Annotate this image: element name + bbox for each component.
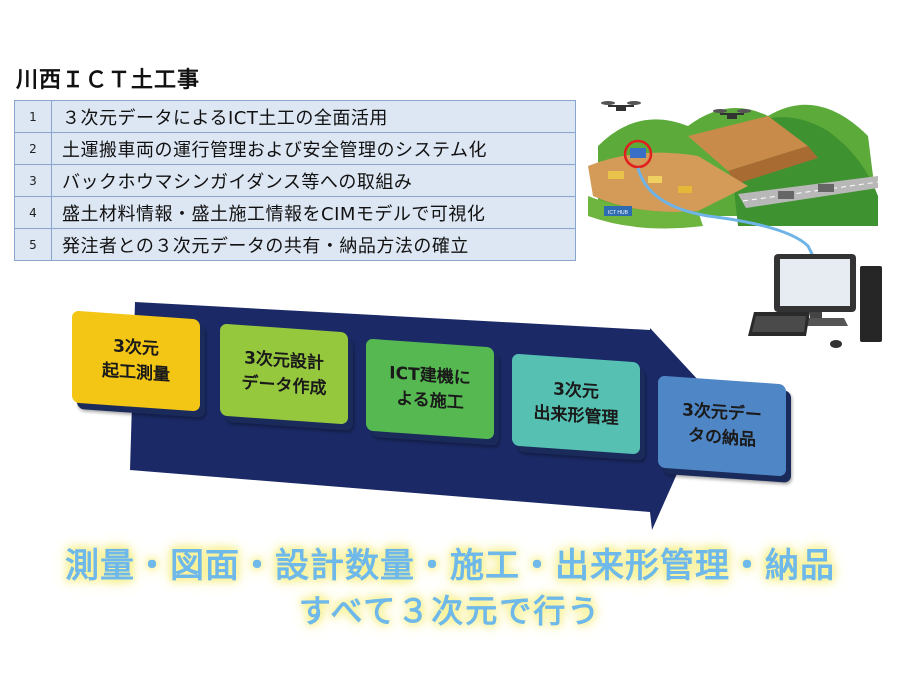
tagline-line2: すべて３次元で行う (298, 592, 602, 630)
monitored-vehicle-icon (630, 148, 646, 158)
row-number: 3 (14, 164, 52, 197)
work-area (588, 152, 748, 212)
dump-truck-icon (648, 176, 662, 183)
computer-icon (748, 254, 882, 348)
row-number: 5 (14, 228, 52, 261)
row-text: 盛土材料情報・盛土施工情報をCIMモデルで可視化 (51, 196, 576, 229)
row-text: ３次元データによるICT土工の全面活用 (51, 100, 576, 133)
truck-icon (818, 184, 834, 192)
site-sign (604, 206, 632, 216)
construction-site-illustration: ICT HUB (578, 76, 884, 348)
step-ict-construction: ICT建機に よる施工 (366, 338, 494, 440)
table-row: 2 土運搬車両の運行管理および安全管理のシステム化 (14, 132, 576, 165)
highlight-circle (623, 139, 653, 169)
table-row: 1 ３次元データによるICT土工の全面活用 (14, 100, 576, 133)
step-3d-survey: 3次元 起工測量 (72, 310, 200, 412)
terrace-slope (728, 146, 818, 184)
step-label: 3次元 起工測量 (102, 336, 170, 386)
page-title: 川西ＩＣＴ土工事 (16, 68, 201, 93)
step-label: ICT建機に よる施工 (389, 363, 471, 414)
row-text: 土運搬車両の運行管理および安全管理のシステム化 (51, 132, 576, 165)
drone-icon (713, 109, 751, 119)
data-link-line (636, 167, 818, 263)
step-3d-data-delivery: 3次元デー タの納品 (658, 375, 786, 477)
grass-front (588, 196, 703, 229)
step-label: 3次元設計 データ作成 (241, 348, 327, 399)
drone-icon (601, 101, 641, 111)
truck-icon (778, 191, 794, 199)
objectives-table: 1 ３次元データによるICT土工の全面活用 2 土運搬車両の運行管理および安全管… (14, 100, 576, 261)
table-row: 4 盛土材料情報・盛土施工情報をCIMモデルで可視化 (14, 196, 576, 229)
terrace-top (688, 116, 808, 171)
dump-truck-icon (678, 186, 692, 193)
step-3d-design-data: 3次元設計 データ作成 (220, 323, 348, 425)
road-line (742, 181, 879, 202)
table-row: 5 発注者との３次元データの共有・納品方法の確立 (14, 228, 576, 261)
sign-text: ICT HUB (608, 210, 629, 216)
table-row: 3 バックホウマシンガイダンス等への取組み (14, 164, 576, 197)
row-number: 1 (14, 100, 52, 133)
excavator-icon (608, 171, 624, 179)
row-text: バックホウマシンガイダンス等への取組み (51, 164, 576, 197)
step-label: 3次元デー タの納品 (682, 400, 762, 451)
step-3d-asbuilt-management: 3次元 出来形管理 (512, 353, 640, 455)
step-label: 3次元 出来形管理 (533, 379, 619, 429)
row-text: 発注者との３次元データの共有・納品方法の確立 (51, 228, 576, 261)
tagline-line1: 測量・図面・設計数量・施工・出来形管理・納品 (65, 546, 835, 586)
